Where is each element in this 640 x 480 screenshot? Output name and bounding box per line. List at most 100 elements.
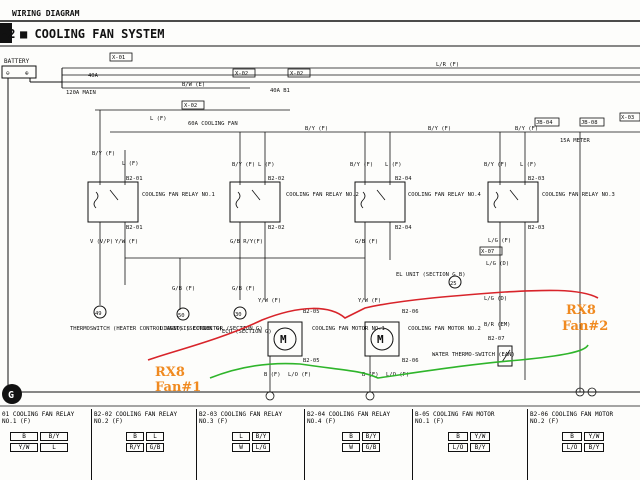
battery-icon xyxy=(1,65,37,79)
relay-4: B/Y (F) L (F) B2-04 B2-04 COOLING FAN RE… xyxy=(350,132,482,300)
svg-text:B/R (EM): B/R (EM) xyxy=(484,322,511,328)
svg-text:G/B (F): G/B (F) xyxy=(172,286,195,292)
svg-text:G/B (F): G/B (F) xyxy=(232,286,255,292)
svg-text:DIAGNOSIS CONNECTOR (SECTION G: DIAGNOSIS CONNECTOR (SECTION G) xyxy=(160,326,263,332)
svg-text:COOLING FAN RELAY NO.3: COOLING FAN RELAY NO.3 xyxy=(542,192,615,198)
svg-text:JB-04: JB-04 xyxy=(536,120,553,126)
svg-text:B/Y (F): B/Y (F) xyxy=(515,126,538,132)
svg-text:X-07: X-07 xyxy=(481,249,494,255)
svg-text:B/W (E): B/W (E) xyxy=(182,82,205,88)
svg-text:COOLING FAN RELAY NO.4: COOLING FAN RELAY NO.4 xyxy=(408,192,482,198)
pins-b2-03: L B/Y W L/G xyxy=(232,432,272,452)
svg-text:B2-01: B2-01 xyxy=(126,225,143,231)
svg-text:B2-07: B2-07 xyxy=(488,336,505,342)
svg-text:B2-03: B2-03 xyxy=(528,176,545,182)
svg-text:Y/W (F): Y/W (F) xyxy=(115,239,138,245)
svg-text:B2-01: B2-01 xyxy=(126,176,143,182)
svg-text:120A MAIN: 120A MAIN xyxy=(66,90,96,96)
pins-b2-04: B B/Y W G/B xyxy=(342,432,382,452)
svg-text:B2-04: B2-04 xyxy=(395,176,412,182)
svg-text:L/O (F): L/O (F) xyxy=(288,372,311,378)
fan-motor-1: Y/W (F) M B2-05 B2-05 COOLING FAN MOTOR … xyxy=(258,298,385,401)
top-title: WIRING DIAGRAM xyxy=(12,9,80,18)
battery-label: BATTERY xyxy=(4,58,30,65)
section-title: ■ COOLING FAN SYSTEM xyxy=(20,27,165,41)
svg-text:B2-03: B2-03 xyxy=(528,225,545,231)
node-50 xyxy=(176,307,190,321)
svg-text:THERMOSWITCH (HEATER CONTROL U: THERMOSWITCH (HEATER CONTROL UNIT) (SECT… xyxy=(70,326,222,332)
svg-text:B2-05: B2-05 xyxy=(303,358,320,364)
svg-text:49: 49 xyxy=(95,311,102,317)
connector-x02b xyxy=(287,68,311,78)
fan-motor-2: Y/W (F) M B2-06 B2-06 COOLING FAN MOTOR … xyxy=(358,298,481,401)
relay-3: B/Y (F) L (F) B2-03 B2-03 COOLING FAN RE… xyxy=(484,132,615,380)
svg-text:G: G xyxy=(8,390,14,401)
svg-text:X-03: X-03 xyxy=(621,115,634,121)
connector-x02c xyxy=(181,100,205,110)
svg-text:L (F): L (F) xyxy=(520,162,537,168)
svg-text:L (F): L (F) xyxy=(122,161,139,167)
svg-text:COOLING FAN MOTOR NO.2: COOLING FAN MOTOR NO.2 xyxy=(408,326,481,332)
svg-text:B2-06: B2-06 xyxy=(402,309,419,315)
svg-text:B2-02: B2-02 xyxy=(268,225,285,231)
svg-text:G/B (F): G/B (F) xyxy=(355,239,378,245)
svg-text:40A: 40A xyxy=(88,73,99,79)
svg-text:M: M xyxy=(280,333,287,346)
svg-text:JB-08: JB-08 xyxy=(581,120,598,126)
svg-text:V (V/P): V (V/P) xyxy=(90,239,113,245)
svg-text:L/G (D): L/G (D) xyxy=(486,261,509,267)
svg-text:⊖: ⊖ xyxy=(6,70,10,77)
svg-text:25: 25 xyxy=(450,281,457,287)
svg-text:B/Y (F): B/Y (F) xyxy=(350,162,373,168)
pins-b-05: B Y/W L/O B/Y xyxy=(448,432,494,452)
svg-text:B/Y (F): B/Y (F) xyxy=(305,126,328,132)
annotation-fan1: Fan#1 xyxy=(155,380,201,395)
svg-text:WATER THERMO-SWITCH (EAN): WATER THERMO-SWITCH (EAN) xyxy=(432,352,515,358)
svg-text:50: 50 xyxy=(178,313,185,319)
node-25 xyxy=(448,275,462,289)
svg-text:L (F): L (F) xyxy=(258,162,275,168)
water-thermoswitch xyxy=(497,345,513,367)
svg-text:15A METER: 15A METER xyxy=(560,138,590,144)
svg-text:EL UNIT (SECTION G B): EL UNIT (SECTION G B) xyxy=(396,272,466,278)
svg-text:L/G (F): L/G (F) xyxy=(488,238,511,244)
pins-b2-06: B Y/W L/O B/Y xyxy=(562,432,608,452)
relay-2: B/Y (F) L (F) B2-02 B2-02 COOLING FAN RE… xyxy=(229,132,359,300)
svg-text:Y/W (F): Y/W (F) xyxy=(358,298,381,304)
svg-text:L/G (D): L/G (D) xyxy=(484,296,507,302)
svg-text:COOLING FAN RELAY NO.2: COOLING FAN RELAY NO.2 xyxy=(286,192,359,198)
svg-text:B2-02: B2-02 xyxy=(268,176,285,182)
connector-x02a xyxy=(232,68,256,78)
svg-text:B2-05: B2-05 xyxy=(303,309,320,315)
svg-text:B/Y (F): B/Y (F) xyxy=(232,162,255,168)
svg-text:B2-04: B2-04 xyxy=(395,225,412,231)
pins-01: B B/Y Y/W L xyxy=(10,432,70,452)
node-49 xyxy=(93,305,107,319)
pins-b2-02: B L R/Y G/B xyxy=(126,432,166,452)
red-wire-highlight xyxy=(147,289,599,361)
green-wire-highlight xyxy=(209,344,589,379)
ground-g-marker xyxy=(2,384,22,404)
svg-text:COOLING FAN RELAY NO.1: COOLING FAN RELAY NO.1 xyxy=(142,192,215,198)
svg-text:B/Y (F): B/Y (F) xyxy=(484,162,507,168)
svg-text:M: M xyxy=(377,333,384,346)
annotation-fan2: Fan#2 xyxy=(562,319,608,334)
svg-text:60A COOLING FAN: 60A COOLING FAN xyxy=(188,121,238,127)
section-number: -2 xyxy=(1,27,15,41)
svg-text:B2-06: B2-06 xyxy=(402,358,419,364)
svg-text:COOLING FAN MOTOR NO.1: COOLING FAN MOTOR NO.1 xyxy=(312,326,385,332)
svg-text:L (F): L (F) xyxy=(385,162,402,168)
svg-text:⊕: ⊕ xyxy=(25,70,29,77)
connector-x01 xyxy=(109,52,133,62)
annotation-rx8-fan2: RX8 xyxy=(566,303,596,318)
svg-text:ECU (SECTION G): ECU (SECTION G) xyxy=(222,329,272,335)
